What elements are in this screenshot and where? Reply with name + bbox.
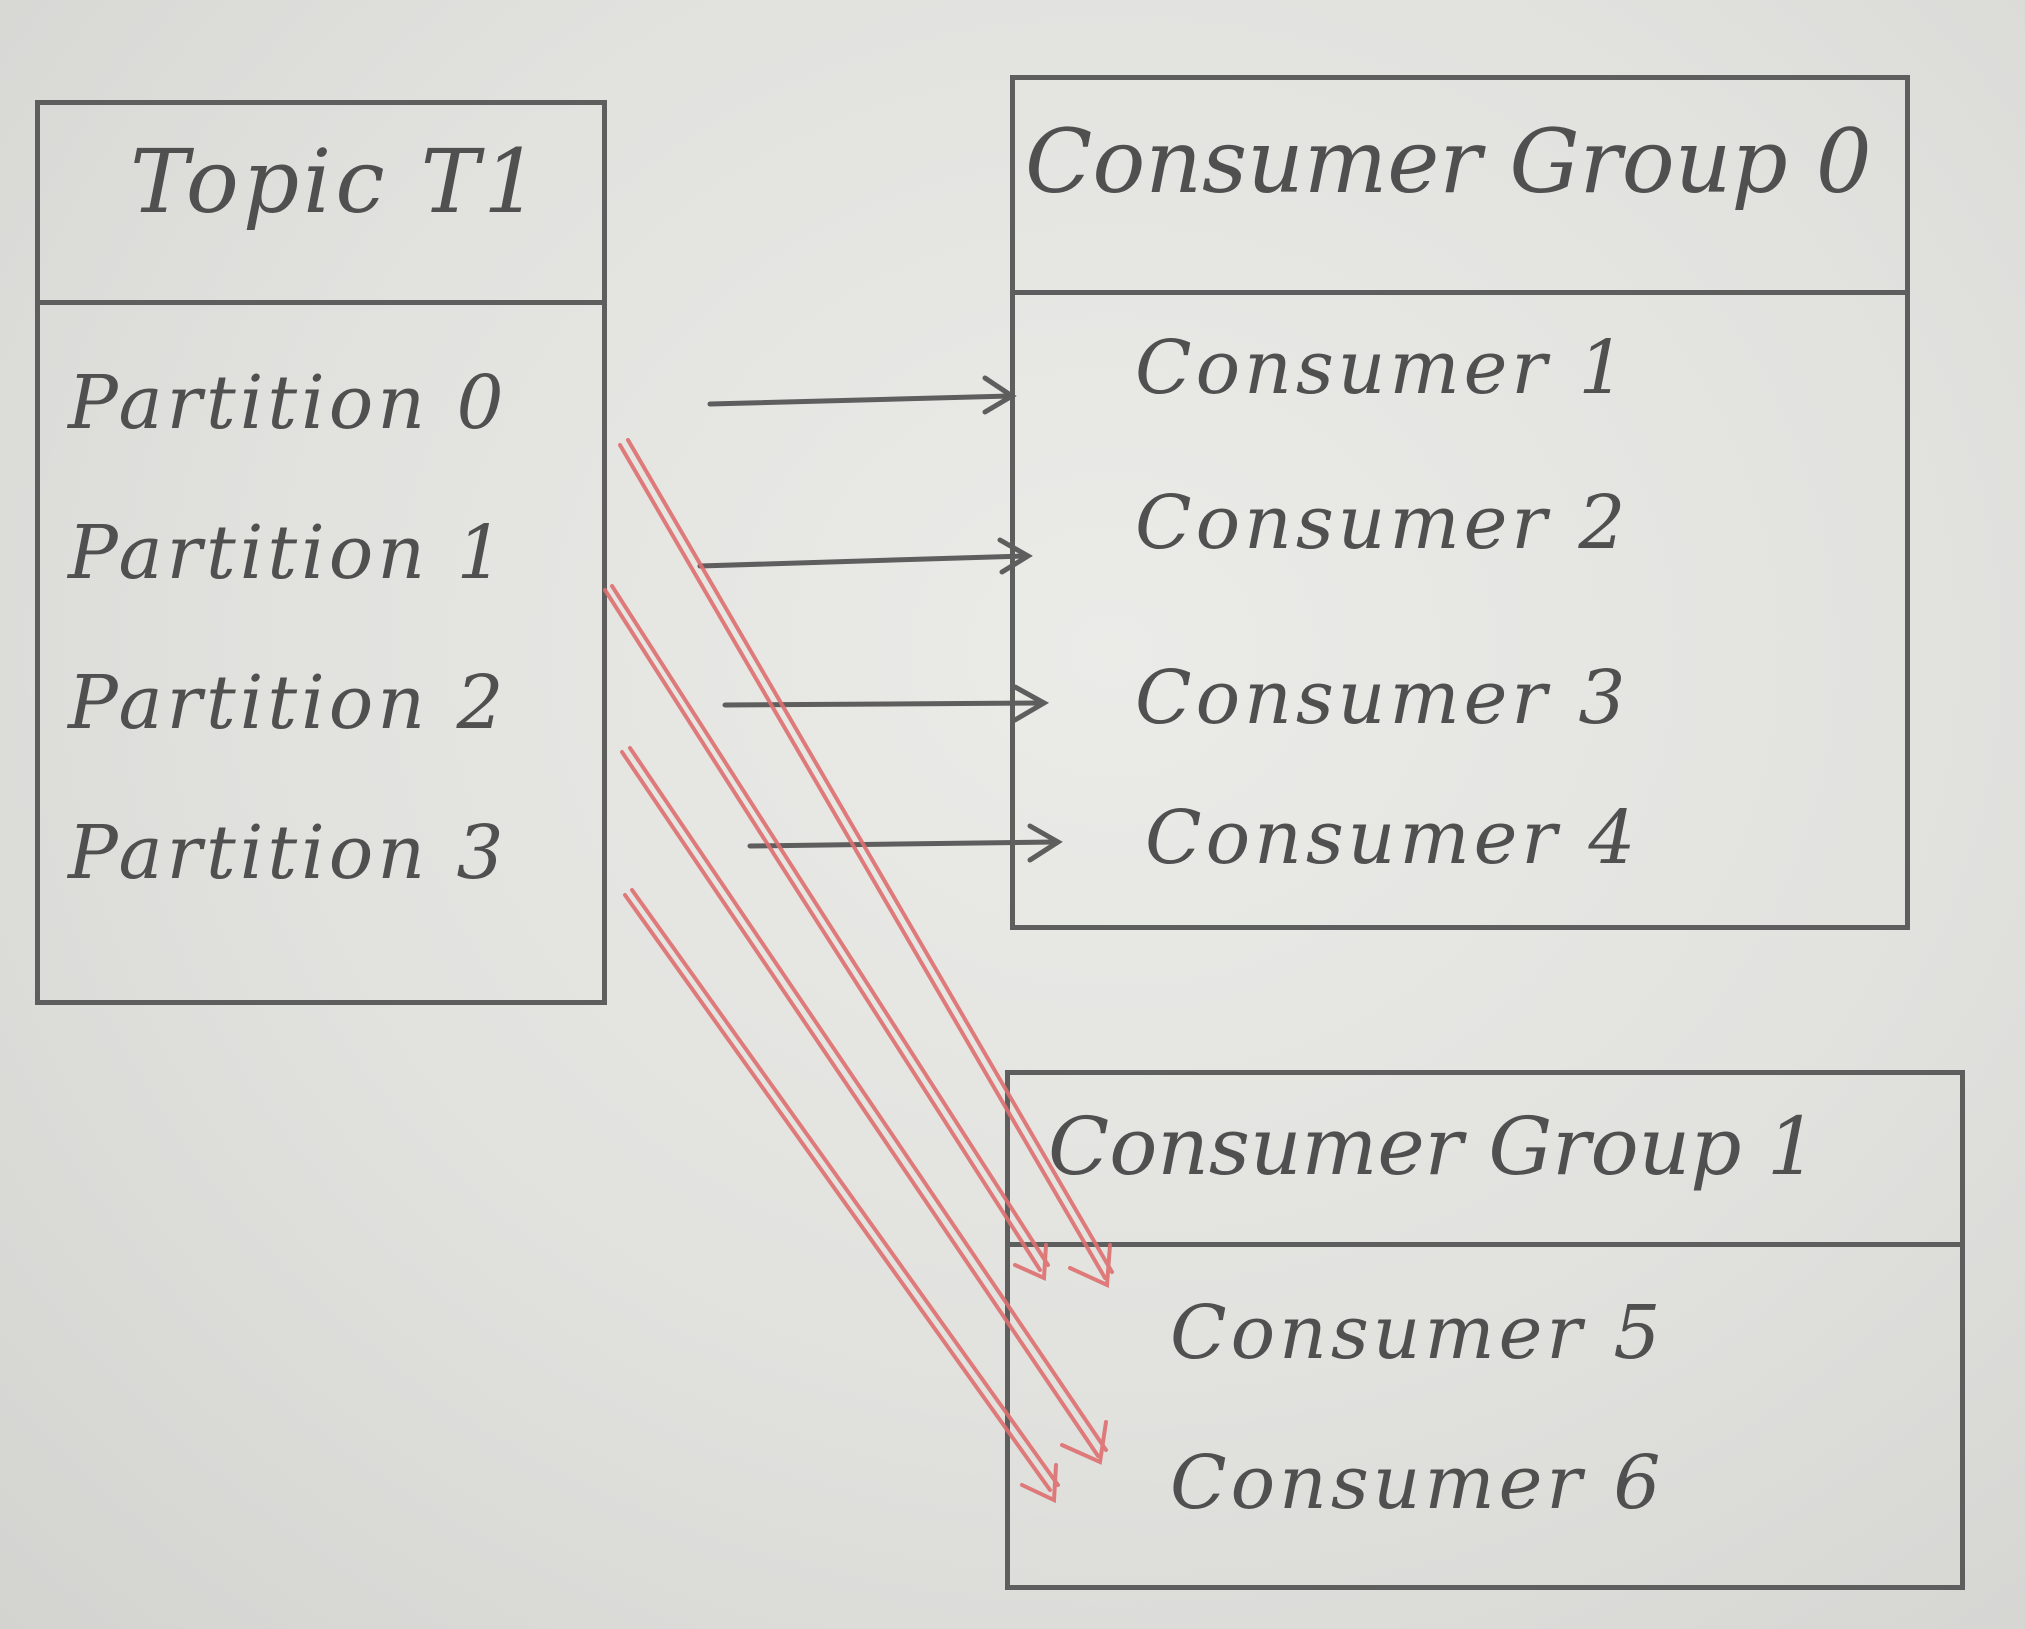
consumer-6: Consumer 6 xyxy=(1170,1440,1665,1526)
arrow-p0-c5-b xyxy=(626,438,1114,1274)
group1-arrows xyxy=(603,438,1114,1504)
consumer-group-1-box xyxy=(1005,1070,1965,1590)
consumer-group-0-header-divider xyxy=(1010,290,1910,295)
arrow-p3-c6-head xyxy=(1020,1463,1058,1504)
arrow-p1-c2-head xyxy=(997,537,1033,575)
consumer-4: Consumer 4 xyxy=(1145,795,1640,881)
arrow-p2-c3-head xyxy=(1012,684,1050,723)
arrow-p2-c3 xyxy=(722,700,1043,708)
partition-2: Partition 2 xyxy=(68,660,508,746)
arrow-p0-c1 xyxy=(707,393,1013,407)
arrow-p3-c6 xyxy=(623,893,1052,1492)
arrow-p3-c6-b xyxy=(630,888,1060,1487)
arrow-p1-c5-b xyxy=(610,584,1050,1267)
arrow-p0-c5-head xyxy=(1068,1243,1112,1289)
arrow-p3-c4 xyxy=(747,839,1058,849)
arrow-p1-c5-head xyxy=(1013,1243,1048,1282)
arrow-p1-c5 xyxy=(603,588,1042,1272)
partition-0: Partition 0 xyxy=(68,360,508,446)
arrow-p1-c2 xyxy=(697,553,1028,569)
consumer-5: Consumer 5 xyxy=(1170,1290,1665,1376)
partition-1: Partition 1 xyxy=(68,510,508,596)
consumer-1: Consumer 1 xyxy=(1135,325,1630,411)
arrow-p2-c6 xyxy=(620,750,1100,1458)
arrow-p0-c5 xyxy=(618,443,1107,1280)
topic-title: Topic T1 xyxy=(130,130,544,233)
arrow-p3-c4-head xyxy=(1027,823,1063,863)
consumer-2: Consumer 2 xyxy=(1135,480,1630,566)
topic-box xyxy=(35,100,607,1005)
partition-3: Partition 3 xyxy=(68,810,508,896)
group0-arrows xyxy=(697,375,1063,863)
arrow-p0-c1-head xyxy=(982,375,1017,415)
topic-header-divider xyxy=(35,300,607,305)
arrow-p2-c6-b xyxy=(628,746,1108,1452)
consumer-group-1-header-divider xyxy=(1005,1242,1965,1247)
consumer-group-0-box xyxy=(1010,75,1910,930)
consumer-3: Consumer 3 xyxy=(1135,655,1630,741)
consumer-group-1-title: Consumer Group 1 xyxy=(1048,1100,1818,1193)
arrow-p2-c6-head xyxy=(1060,1420,1108,1465)
consumer-group-0-title: Consumer Group 0 xyxy=(1025,110,1872,213)
